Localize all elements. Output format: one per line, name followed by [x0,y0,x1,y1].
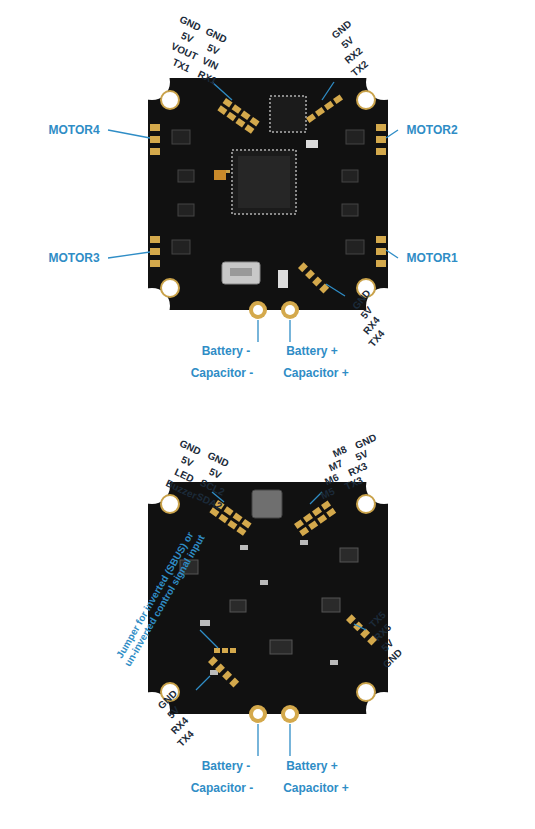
callout-label: Battery + [286,345,338,358]
callout-label: MOTOR1 [406,252,457,265]
pin-label: 5V [205,43,221,58]
callout-label: Battery - [202,345,251,358]
pin-label: 5V [207,467,223,482]
note-label: Jumper for inverted (SBUS) or un-inverte… [113,528,206,668]
pin-label: M6 [323,472,340,487]
callout-label: MOTOR2 [406,124,457,137]
callout-label: Battery + [286,760,338,773]
pin-label: GND [206,451,231,470]
fc-board-bottom [134,468,402,728]
pin-label: M8 [331,444,348,459]
pin-label: 5V [179,31,195,46]
callout-label: Capacitor + [283,782,349,795]
pin-label: TX3 [343,475,364,492]
leader-lines [196,492,366,756]
pin-label: Buzzer [164,478,198,501]
leader-lines [108,82,398,342]
pin-label: GND [178,439,203,458]
callout-label: Capacitor + [283,367,349,380]
callout-label: Battery - [202,760,251,773]
pin-label: M5 [319,486,336,501]
fc-board-top [134,64,402,324]
pin-label: 5V [179,455,195,470]
pin-label: GND [354,433,379,452]
callout-label: MOTOR3 [48,252,99,265]
callout-label: MOTOR4 [48,124,99,137]
callout-label: Capacitor - [191,782,254,795]
pin-label: M7 [327,458,344,473]
pin-label: GND [204,27,229,46]
pin-label: GND [178,15,203,34]
callout-label: Capacitor - [191,367,254,380]
